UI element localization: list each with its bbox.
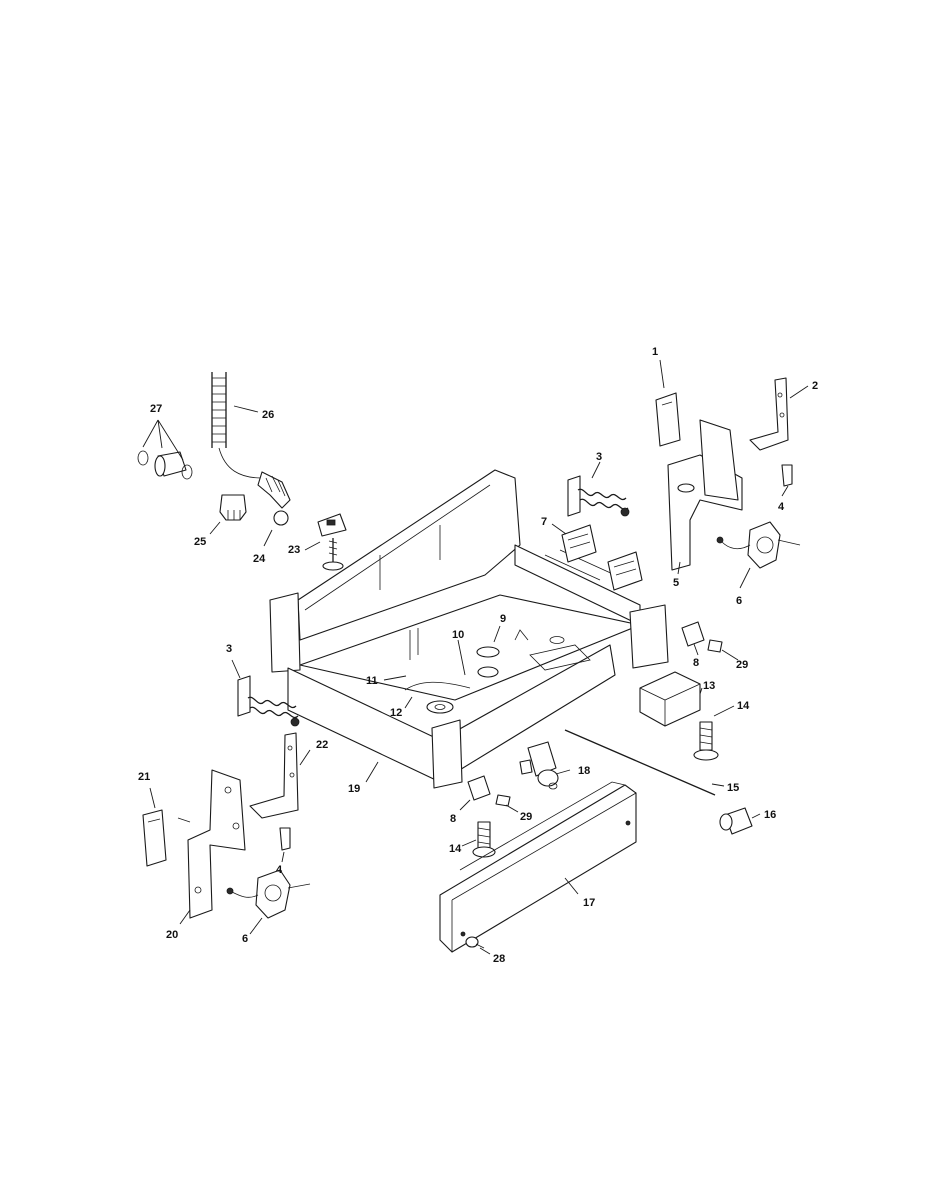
callout-11: 11: [366, 675, 378, 687]
screw-28: [465, 936, 485, 949]
callout-3-upper: 3: [596, 451, 602, 463]
screw-29-lower: [495, 794, 511, 807]
right-brackets-group: [655, 377, 801, 571]
bracket-8-lower: [467, 775, 491, 801]
left-brackets-group: [142, 732, 311, 919]
bracket-8-right: [681, 621, 705, 647]
rubber-foot: [317, 513, 347, 571]
motor-pulley-6-right: [747, 521, 781, 569]
clip-4-right: [781, 464, 793, 487]
rod-15: [564, 729, 716, 796]
callout-6-left: 6: [242, 933, 248, 945]
hinge-arm-2: [749, 377, 789, 451]
motor-pulley-6-left: [255, 869, 291, 919]
callout-23: 23: [288, 544, 300, 556]
callout-13: 13: [703, 680, 715, 692]
callout-7: 7: [541, 516, 547, 528]
callout-16: 16: [764, 809, 776, 821]
callout-25: 25: [194, 536, 206, 548]
callout-3-lower: 3: [226, 643, 232, 655]
toe-panel-17: [439, 781, 637, 953]
right-small-parts: [639, 621, 723, 761]
wire-connectors-7: [561, 524, 643, 591]
callout-5: 5: [673, 577, 679, 589]
hinge-arm-22: [249, 732, 299, 819]
callout-24: 24: [253, 553, 266, 565]
callout-12: 12: [390, 707, 402, 719]
leader-lines: [149, 359, 809, 955]
callout-8-lower: 8: [450, 813, 456, 825]
callout-15: 15: [727, 782, 739, 794]
callout-4-left: 4: [276, 864, 283, 876]
drain-hose: [211, 372, 291, 526]
base-frame: [269, 469, 669, 789]
callout-22: 22: [316, 739, 328, 751]
callout-14-right: 14: [737, 700, 750, 712]
callout-1: 1: [652, 346, 658, 358]
callout-20: 20: [166, 929, 178, 941]
callout-10: 10: [452, 629, 464, 641]
callout-26: 26: [262, 409, 274, 421]
callout-8-right: 8: [693, 657, 699, 669]
callout-6-right: 6: [736, 595, 742, 607]
spring-3-lower: [237, 675, 300, 727]
spring-3-upper: [567, 475, 630, 517]
cap-16: [719, 807, 753, 835]
hose-connector-clamps: [137, 419, 193, 480]
box-13: [639, 671, 701, 727]
callout-14-lower: 14: [449, 843, 462, 855]
clip-4-left: [279, 827, 291, 851]
callout-numbers: 1 2 3 3 4 4 5 6 6 7 8 8 9 10 11 12 13 14…: [138, 346, 818, 965]
callout-27: 27: [150, 403, 162, 415]
callout-9: 9: [500, 613, 506, 625]
clip-part: [219, 494, 247, 521]
callout-2: 2: [812, 380, 818, 392]
callout-28: 28: [493, 953, 505, 965]
callout-17: 17: [583, 897, 595, 909]
callout-29-lower: 29: [520, 811, 532, 823]
callout-19: 19: [348, 783, 360, 795]
callout-21: 21: [138, 771, 150, 783]
inlet-valve-18: [519, 741, 559, 790]
drain-hose-group: [137, 372, 347, 571]
bracket-1: [655, 392, 681, 447]
cover-21: [142, 809, 167, 867]
callout-4-right: 4: [778, 501, 785, 513]
screw-29-right: [707, 639, 723, 653]
plate-20: [187, 769, 246, 919]
lower-small-parts: [467, 775, 511, 858]
callout-29-right: 29: [736, 659, 748, 671]
callout-18: 18: [578, 765, 590, 777]
